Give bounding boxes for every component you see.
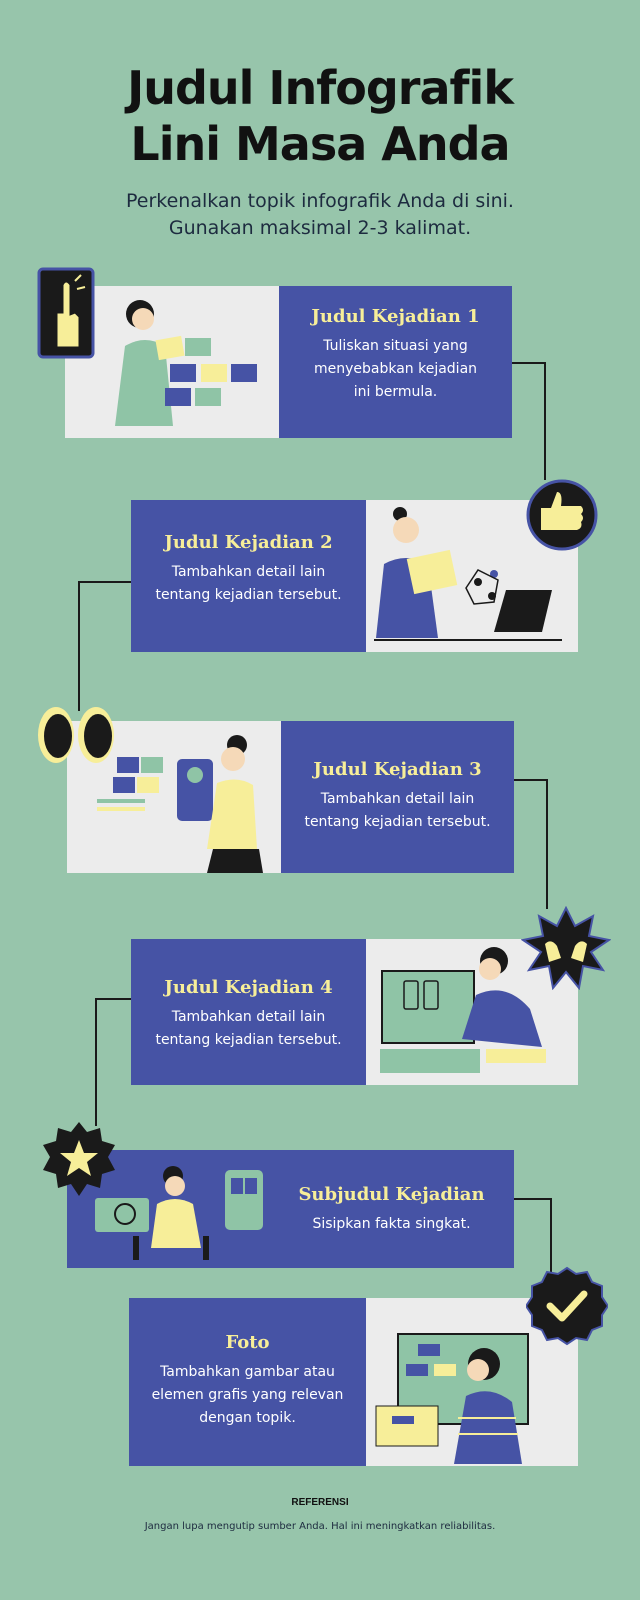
check-badge-icon xyxy=(524,1266,610,1346)
intro-text: Perkenalkan topik infografik Anda di sin… xyxy=(126,190,514,239)
connector-line xyxy=(546,779,548,909)
person-with-chart-illustration xyxy=(375,1333,529,1464)
infographic-title: Judul Infografik Lini Masa Anda xyxy=(0,60,640,172)
pointing-finger-icon xyxy=(37,267,95,359)
event-6-illustration xyxy=(366,1298,578,1466)
event-3-title: Judul Kejadian 3 xyxy=(313,759,482,780)
connector-line xyxy=(78,581,132,583)
person-with-phone-illustration xyxy=(97,735,263,873)
star-badge-icon xyxy=(40,1120,118,1198)
connector-line xyxy=(544,362,546,480)
event-6-body: Tambahkan gambar atau elemen grafis yang… xyxy=(151,1364,344,1426)
person-with-laptop-illustration xyxy=(374,507,562,641)
event-4-title: Judul Kejadian 4 xyxy=(164,977,333,998)
event-3-card: Judul Kejadian 3 Tambahkan detail lain t… xyxy=(281,721,514,873)
event-4-card: Judul Kejadian 4 Tambahkan detail lain t… xyxy=(131,939,366,1085)
event-1-title: Judul Kejadian 1 xyxy=(311,306,480,327)
connector-line xyxy=(512,779,548,781)
event-3-body: Tambahkan detail lain tentang kejadian t… xyxy=(304,791,491,830)
connector-line xyxy=(95,998,133,1000)
connector-line xyxy=(510,362,546,364)
event-5-title: Subjudul Kejadian xyxy=(298,1184,485,1205)
person-with-screens-illustration xyxy=(95,1166,263,1260)
event-4-body: Tambahkan detail lain tentang kejadian t… xyxy=(155,1009,342,1048)
title-line-2: Lini Masa Anda xyxy=(130,117,510,171)
event-6-title: Foto xyxy=(225,1332,270,1353)
connector-line xyxy=(550,1198,552,1272)
event-5-body: Sisipkan fakta singkat. xyxy=(312,1216,471,1232)
event-2-title: Judul Kejadian 2 xyxy=(164,532,333,553)
references-text: Jangan lupa mengutip sumber Anda. Hal in… xyxy=(144,1521,496,1532)
connector-line xyxy=(78,581,80,711)
title-line-1: Judul Infografik xyxy=(127,61,514,115)
event-1-card: Judul Kejadian 1 Tuliskan situasi yang m… xyxy=(279,286,512,438)
eyes-icon xyxy=(36,704,118,766)
connector-line xyxy=(95,998,97,1126)
hands-burst-icon xyxy=(520,905,612,991)
person-at-desk-illustration xyxy=(380,947,546,1073)
event-2-card: Judul Kejadian 2 Tambahkan detail lain t… xyxy=(131,500,366,652)
event-6-card: Foto Tambahkan gambar atau elemen grafis… xyxy=(129,1298,366,1466)
event-3-illustration xyxy=(67,721,281,873)
event-1-illustration xyxy=(65,286,279,438)
event-2-body: Tambahkan detail lain tentang kejadian t… xyxy=(155,564,342,603)
references-heading: REFERENSI xyxy=(291,1497,349,1508)
connector-line xyxy=(512,1198,552,1200)
thumbs-up-icon xyxy=(525,478,599,552)
event-5-card: Subjudul Kejadian Sisipkan fakta singkat… xyxy=(67,1150,514,1268)
event-1-body: Tuliskan situasi yang menyebabkan kejadi… xyxy=(313,338,478,400)
person-with-tablet-illustration xyxy=(115,300,257,426)
